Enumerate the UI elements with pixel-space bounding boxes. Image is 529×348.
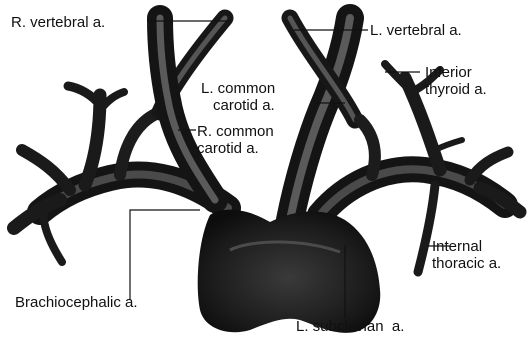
- label-l-subclavian: L. subclavian a.: [296, 318, 404, 335]
- label-l-common-carotid-line1: L. common: [201, 80, 275, 97]
- aortic-arch: [198, 210, 381, 333]
- label-inferior-thyroid: Inferior thyroid a.: [425, 64, 487, 98]
- left-subclavian-artery: [320, 64, 520, 215]
- label-brachiocephalic: Brachiocephalic a.: [15, 294, 138, 311]
- label-internal-thoracic-line1: Internal: [432, 238, 501, 255]
- label-l-vertebral: L. vertebral a.: [370, 22, 462, 39]
- label-inferior-thyroid-line1: Inferior: [425, 64, 487, 81]
- leader-brachiocephalic: [130, 210, 200, 300]
- label-internal-thoracic: Internal thoracic a.: [432, 238, 501, 272]
- label-r-common-carotid: R. common carotid a.: [197, 123, 274, 157]
- label-r-vertebral: R. vertebral a.: [11, 14, 105, 31]
- label-l-common-carotid-line2: carotid a.: [201, 97, 275, 114]
- label-r-common-carotid-line1: R. common: [197, 123, 274, 140]
- label-l-common-carotid: L. common carotid a.: [201, 80, 275, 114]
- label-internal-thoracic-line2: thoracic a.: [432, 255, 501, 272]
- label-r-common-carotid-line2: carotid a.: [197, 140, 274, 157]
- label-inferior-thyroid-line2: thyroid a.: [425, 81, 487, 98]
